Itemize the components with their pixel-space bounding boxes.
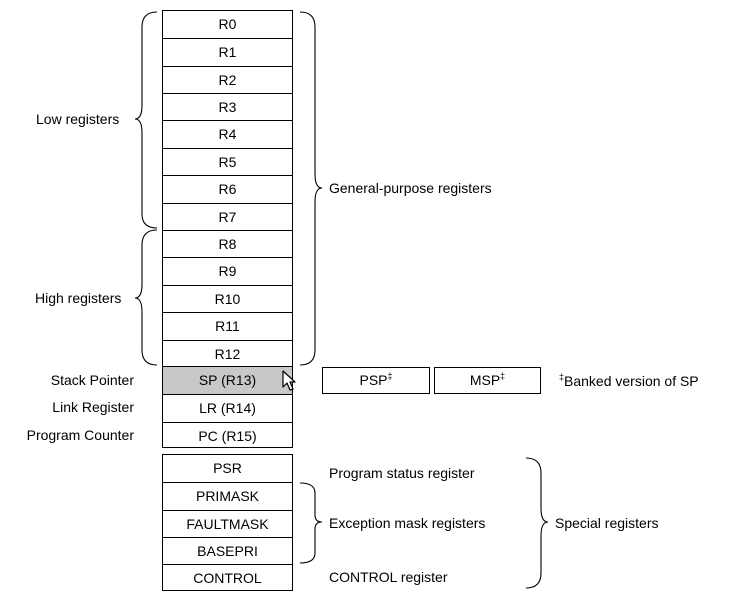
- register-r7: R7: [163, 203, 292, 230]
- general-purpose-label: General-purpose registers: [329, 180, 492, 196]
- register-psr: PSR: [213, 460, 242, 476]
- register-faultmask: FAULTMASK: [163, 510, 292, 537]
- msp-box: MSP‡: [434, 367, 541, 394]
- mouse-pointer-icon: [282, 370, 296, 391]
- register-r9: R9: [163, 257, 292, 285]
- psp-mark: ‡: [387, 371, 393, 381]
- msp-label: MSP: [469, 372, 501, 388]
- register-sp: SP (R13): [163, 367, 296, 394]
- low-registers-label: Low registers: [36, 111, 120, 127]
- register-primask: PRIMASK: [163, 482, 292, 510]
- psp-box: PSP‡: [322, 367, 430, 394]
- special-registers-brace: [525, 457, 549, 589]
- register-r11: R11: [163, 312, 292, 340]
- special-register-stack: PSR PRIMASK FAULTMASK BASEPRI CONTROL: [162, 454, 293, 591]
- register-r0: R0: [218, 16, 237, 32]
- register-r1: R1: [163, 38, 292, 66]
- msp-mark: ‡: [500, 371, 506, 381]
- stack-pointer-label: Stack Pointer: [50, 372, 134, 388]
- register-basepri: BASEPRI: [163, 537, 292, 564]
- low-registers-brace: [134, 11, 158, 229]
- psp-label: PSP: [359, 372, 388, 388]
- register-r2: R2: [163, 66, 292, 93]
- register-r5: R5: [163, 148, 292, 175]
- register-lr: LR (R14): [163, 394, 292, 422]
- register-r4: R4: [163, 120, 292, 148]
- high-registers-brace: [134, 229, 158, 366]
- banked-note-text: Banked version of SP: [564, 373, 699, 389]
- register-sp-label: SP (R13): [198, 372, 257, 388]
- general-purpose-brace: [299, 11, 323, 366]
- program-counter-label: Program Counter: [26, 427, 134, 443]
- banked-note: ‡Banked version of SP: [559, 372, 699, 390]
- register-r6: R6: [163, 175, 292, 203]
- register-r12: R12: [163, 340, 292, 367]
- exception-mask-label: Exception mask registers: [329, 515, 486, 531]
- register-control: CONTROL: [163, 564, 292, 591]
- high-registers-label: High registers: [35, 290, 122, 306]
- exception-mask-brace: [299, 482, 323, 564]
- control-register-label: CONTROL register: [329, 569, 448, 585]
- register-r10: R10: [163, 285, 292, 312]
- register-r8: R8: [163, 230, 292, 257]
- pointer-register-stack: SP (R13) LR (R14) PC (R15): [162, 366, 296, 449]
- link-register-label: Link Register: [52, 399, 134, 415]
- register-pc: PC (R15): [163, 422, 292, 449]
- program-status-label: Program status register: [329, 465, 475, 481]
- register-r3: R3: [163, 93, 292, 120]
- banked-note-mark: ‡: [559, 372, 565, 382]
- special-registers-label: Special registers: [555, 515, 659, 531]
- general-register-stack: R0 R1 R2 R3 R4 R5 R6 R7 R8 R9 R10 R11 R1…: [162, 10, 293, 367]
